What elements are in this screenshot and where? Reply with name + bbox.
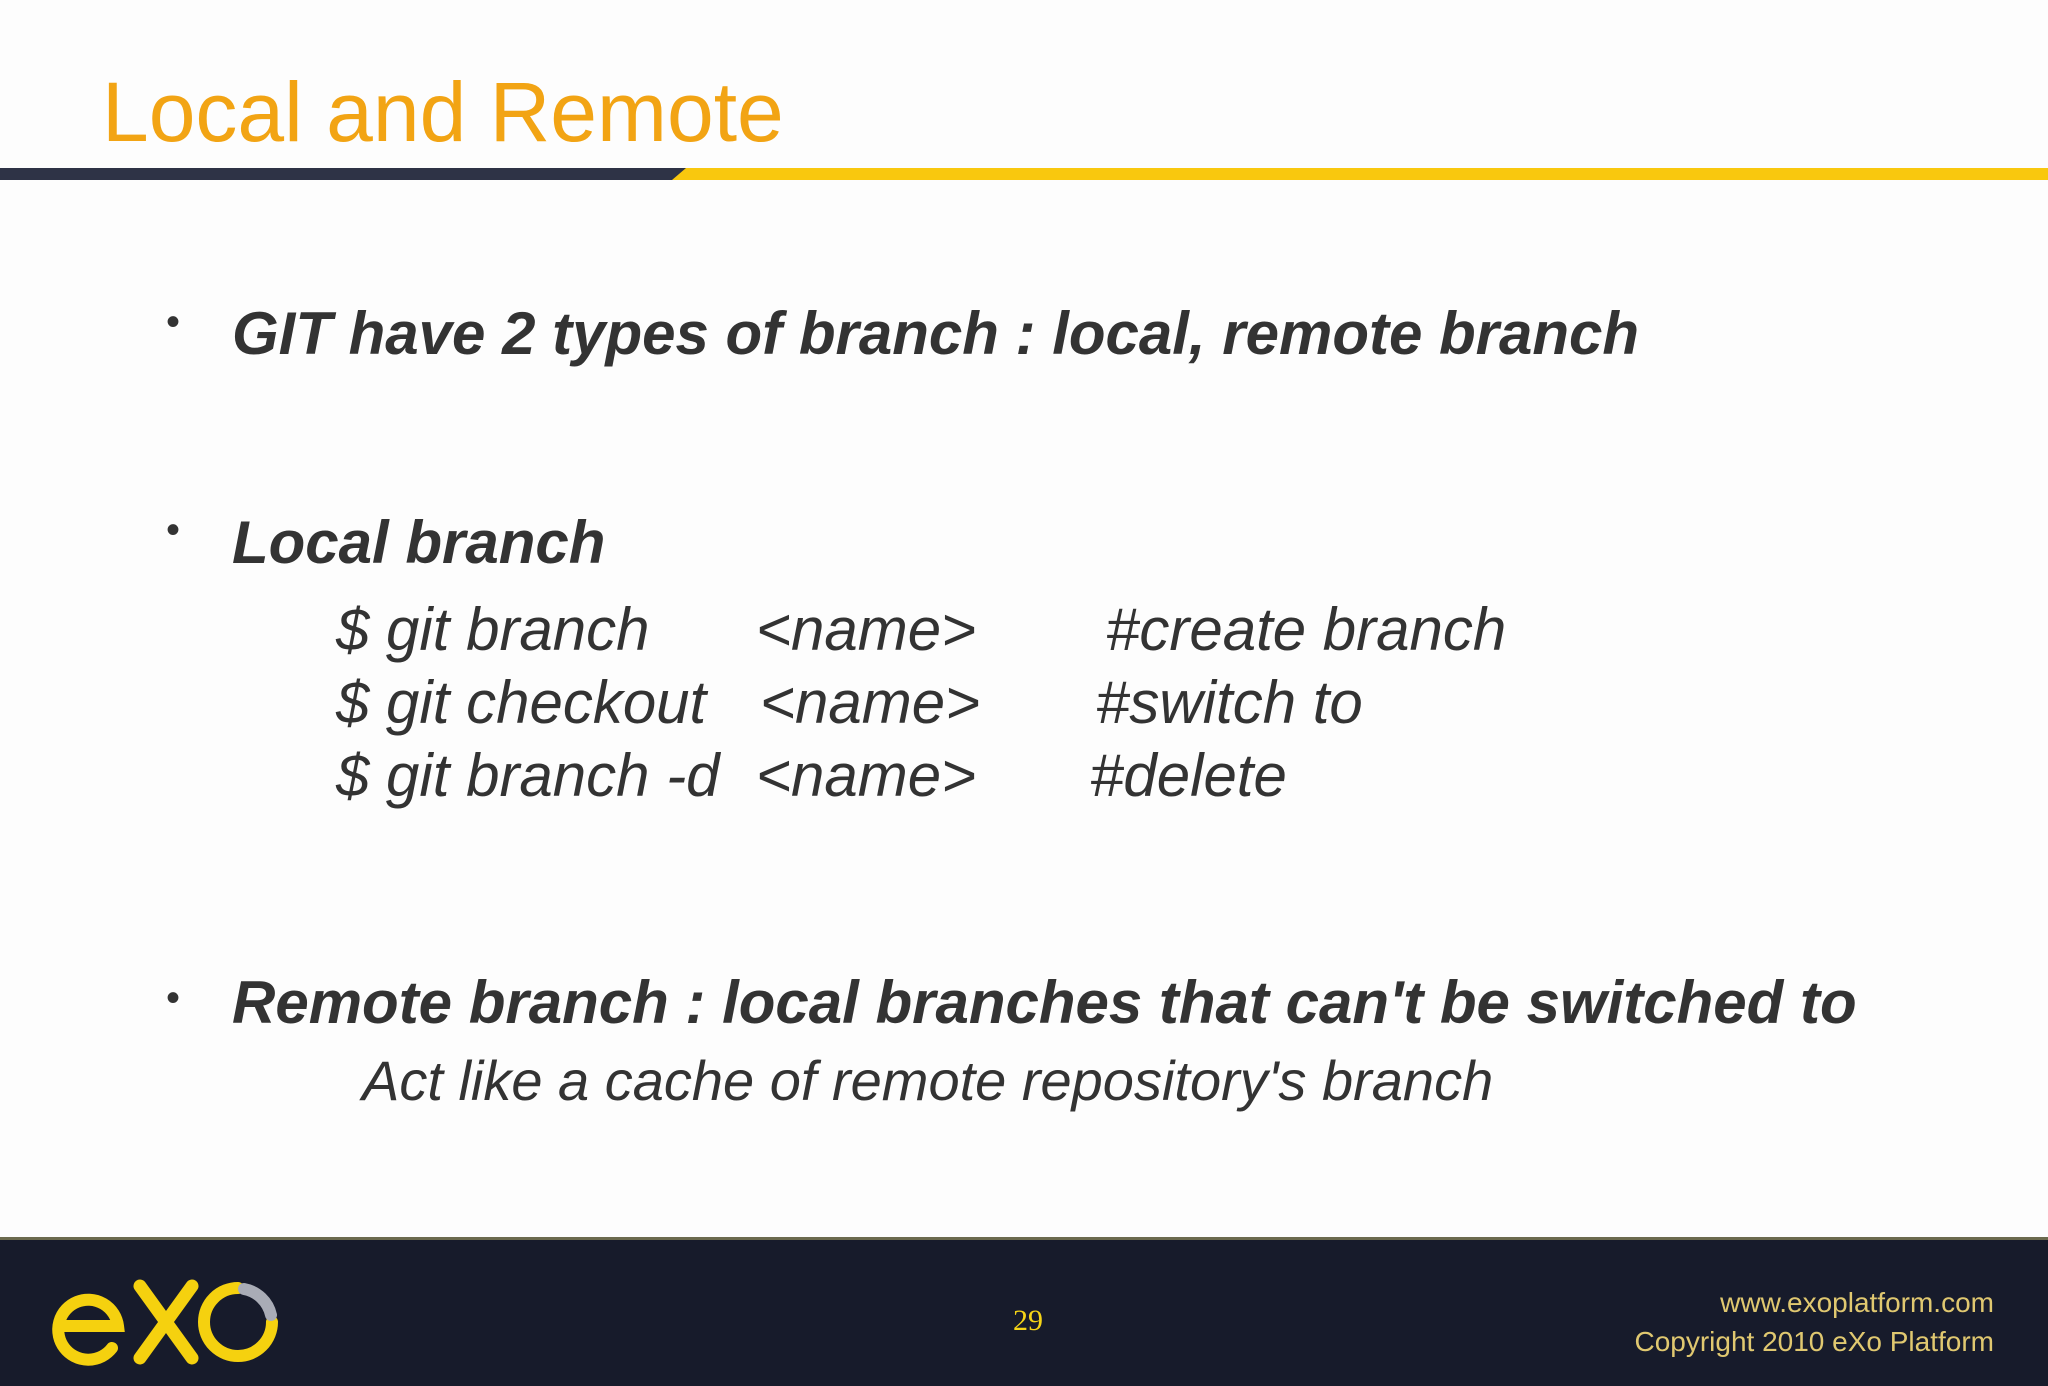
- title-rule-yellow-segment: [672, 168, 2048, 180]
- command-checkout-arg: <name>: [760, 669, 981, 736]
- command-delete-comment: #delete: [1090, 742, 1287, 809]
- slide-title: Local and Remote: [102, 65, 784, 159]
- bullet-git-branch-types: GIT have 2 types of branch : local, remo…: [232, 300, 1640, 367]
- command-delete-text: $ git branch -d: [336, 742, 720, 809]
- footer-website: www.exoplatform.com: [1720, 1287, 1994, 1318]
- command-create-text: $ git branch: [336, 596, 650, 663]
- exo-logo-e: [52, 1293, 125, 1366]
- command-checkout-comment: #switch to: [1096, 669, 1363, 736]
- bullet-remote-branch: Remote branch : local branches that can'…: [232, 969, 1857, 1036]
- footer-copyright: Copyright 2010 eXo Platform: [1634, 1326, 1994, 1357]
- bullet-marker: •: [166, 976, 181, 1020]
- bullet-marker: •: [166, 508, 181, 552]
- exo-logo: eXo: [52, 1279, 278, 1366]
- bullet-local-branch: Local branch: [232, 509, 606, 576]
- title-rule: [0, 168, 2048, 180]
- command-delete-arg: <name>: [756, 742, 977, 809]
- command-create-comment: #create branch: [1106, 596, 1507, 663]
- bullet-marker: •: [166, 300, 181, 344]
- command-checkout-text: $ git checkout: [336, 669, 707, 736]
- title-rule-dark-segment: [0, 168, 700, 180]
- command-create-arg: <name>: [756, 596, 977, 663]
- footer-bar: [0, 1237, 2048, 1386]
- exo-logo-x: [133, 1279, 199, 1365]
- page-number: 29: [1013, 1304, 1043, 1337]
- exo-logo-o: [198, 1282, 278, 1362]
- remote-branch-note: Act like a cache of remote repository's …: [362, 1049, 1494, 1112]
